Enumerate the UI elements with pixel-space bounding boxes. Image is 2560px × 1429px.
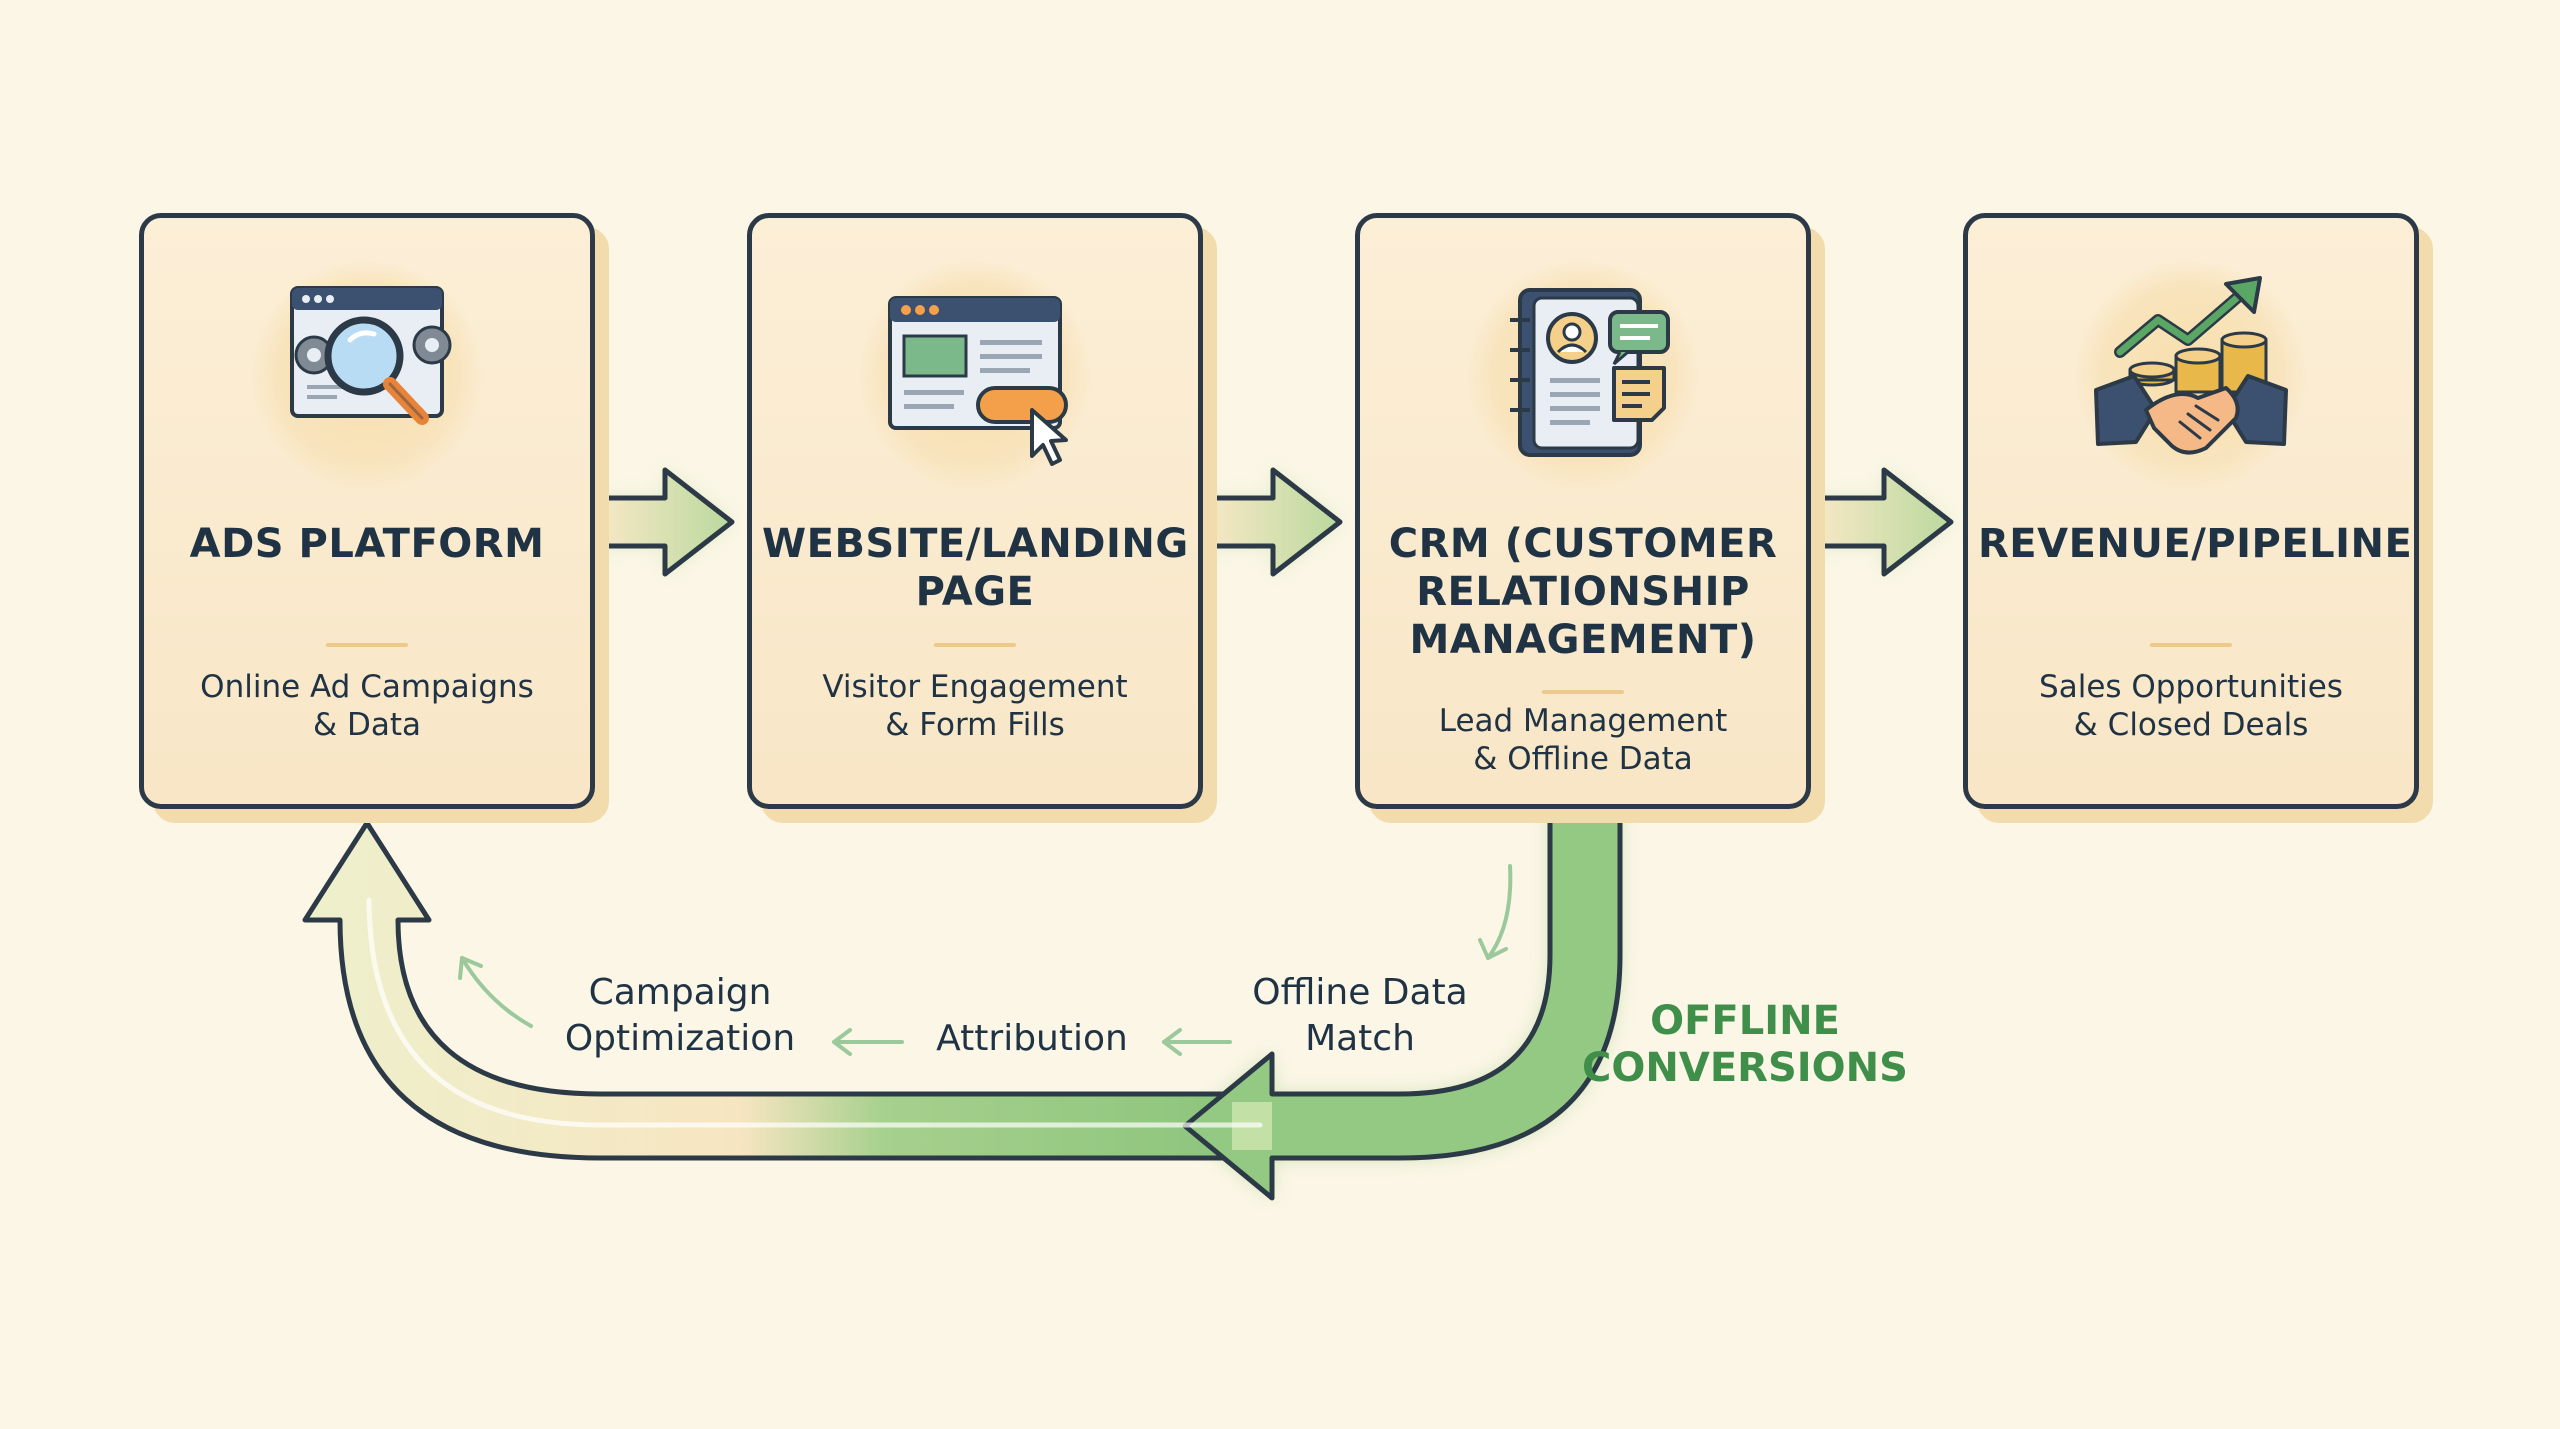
small-flow-arrows xyxy=(458,864,1513,1056)
step-card-crm: CRM (CUSTOMER RELATIONSHIP MANAGEMENT) L… xyxy=(1355,213,1811,809)
magnifier-gears-icon xyxy=(252,260,482,490)
divider xyxy=(2150,643,2232,647)
step-title: REVENUE/PIPELINE xyxy=(1978,521,2413,567)
arrow-website-to-crm xyxy=(1203,467,1343,577)
offline-conversions-label: OFFLINE CONVERSIONS xyxy=(1560,998,1930,1092)
step-title: WEBSITE/LANDING PAGE xyxy=(762,520,1188,616)
step-subtitle: Lead Management & Offline Data xyxy=(1370,702,1796,778)
title-line: CRM (CUSTOMER xyxy=(1388,521,1778,567)
step-card-ads-platform: ADS PLATFORM Online Ad Campaigns & Data xyxy=(139,213,595,809)
title-line: RELATIONSHIP xyxy=(1416,569,1750,615)
label-line: Campaign xyxy=(588,972,772,1013)
title-line: MANAGEMENT) xyxy=(1409,617,1757,663)
label-line: Offline Data xyxy=(1252,972,1468,1013)
offline-data-match-label: Offline Data Match xyxy=(1210,970,1510,1062)
arrow-ads-to-website xyxy=(595,467,735,577)
feedback-loop-arrow xyxy=(302,809,1623,1201)
subtitle-line: Online Ad Campaigns xyxy=(200,669,534,705)
step-title: ADS PLATFORM xyxy=(189,521,545,567)
campaign-optimization-label: Campaign Optimization xyxy=(540,970,820,1062)
subtitle-line: & Form Fills xyxy=(885,707,1065,743)
subtitle-line: Visitor Engagement xyxy=(822,669,1128,705)
attribution-label: Attribution xyxy=(936,1018,1128,1059)
title-line: WEBSITE/LANDING xyxy=(762,521,1189,567)
label-line: OFFLINE xyxy=(1650,998,1840,1044)
browser-click-icon xyxy=(860,260,1090,490)
divider xyxy=(1542,690,1624,694)
label-line: Optimization xyxy=(564,1018,796,1059)
arrow-crm-to-revenue xyxy=(1811,467,1954,577)
step-subtitle: Visitor Engagement & Form Fills xyxy=(762,668,1188,744)
subtitle-line: & Data xyxy=(312,707,422,743)
contact-book-icon xyxy=(1468,260,1698,490)
label-line: CONVERSIONS xyxy=(1582,1045,1908,1091)
divider xyxy=(326,643,408,647)
step-subtitle: Sales Opportunities & Closed Deals xyxy=(1978,668,2404,744)
subtitle-line: Lead Management xyxy=(1438,703,1728,739)
step-card-revenue-pipeline: REVENUE/PIPELINE Sales Opportunities & C… xyxy=(1963,213,2419,809)
subtitle-line: Sales Opportunities xyxy=(2039,669,2343,705)
label-line: Match xyxy=(1305,1018,1415,1059)
step-subtitle: Online Ad Campaigns & Data xyxy=(154,668,580,744)
step-title: CRM (CUSTOMER RELATIONSHIP MANAGEMENT) xyxy=(1370,520,1796,664)
divider xyxy=(934,643,1016,647)
handshake-revenue-icon xyxy=(2076,260,2306,490)
subtitle-line: & Closed Deals xyxy=(2073,707,2309,743)
step-card-website-landing-page: WEBSITE/LANDING PAGE Visitor Engagement … xyxy=(747,213,1203,809)
subtitle-line: & Offline Data xyxy=(1473,741,1693,777)
title-line: PAGE xyxy=(915,569,1035,615)
